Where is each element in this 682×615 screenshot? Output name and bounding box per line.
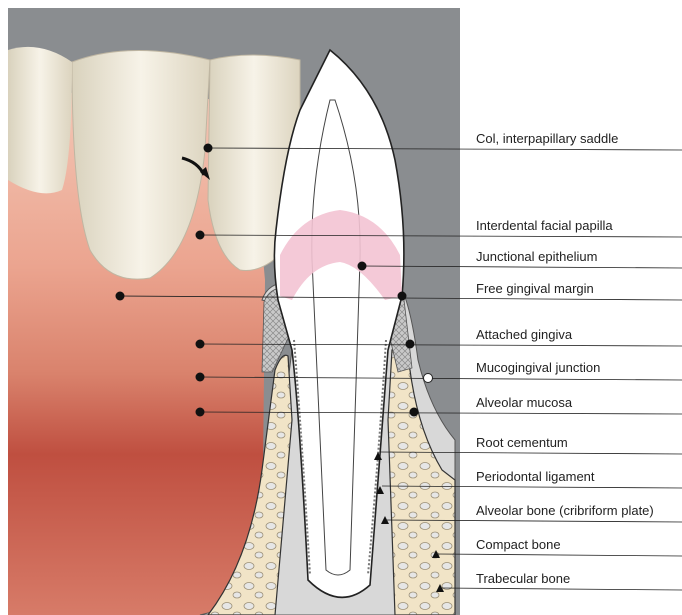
dot-attached-gingiva bbox=[196, 340, 205, 349]
dot-free-gingival-margin-2 bbox=[398, 292, 407, 301]
dot-free-gingival-margin bbox=[116, 292, 125, 301]
label-trabecular-bone: Trabecular bone bbox=[476, 571, 570, 587]
label-free-gingival-margin: Free gingival margin bbox=[476, 281, 594, 297]
label-root-cementum: Root cementum bbox=[476, 435, 568, 451]
label-alveolar-bone: Alveolar bone (cribriform plate) bbox=[476, 503, 654, 519]
label-periodontal-ligament: Periodontal ligament bbox=[476, 469, 595, 485]
photo-incisor-left-2 bbox=[8, 47, 72, 193]
dot-alveolar-mucosa bbox=[196, 408, 205, 417]
dot-junctional-epithelium bbox=[358, 262, 367, 271]
label-col: Col, interpapillary saddle bbox=[476, 131, 618, 147]
leader-line-trabecular-bone bbox=[442, 588, 682, 590]
label-junctional-epithelium: Junctional epithelium bbox=[476, 249, 597, 265]
dot-interdental-papilla bbox=[196, 231, 205, 240]
label-mucogingival-junction: Mucogingival junction bbox=[476, 360, 600, 376]
label-alveolar-mucosa: Alveolar mucosa bbox=[476, 395, 572, 411]
label-compact-bone: Compact bone bbox=[476, 537, 561, 553]
leader-line-compact-bone bbox=[438, 554, 682, 556]
dot-alveolar-mucosa-2 bbox=[410, 408, 419, 417]
dot-mucogingival-junction bbox=[196, 373, 205, 382]
dot-mucogingival-junction-white bbox=[424, 374, 433, 383]
label-attached-gingiva: Attached gingiva bbox=[476, 327, 572, 343]
dot-col bbox=[204, 144, 213, 153]
label-interdental-papilla: Interdental facial papilla bbox=[476, 218, 613, 234]
dot-attached-gingiva-2 bbox=[406, 340, 415, 349]
